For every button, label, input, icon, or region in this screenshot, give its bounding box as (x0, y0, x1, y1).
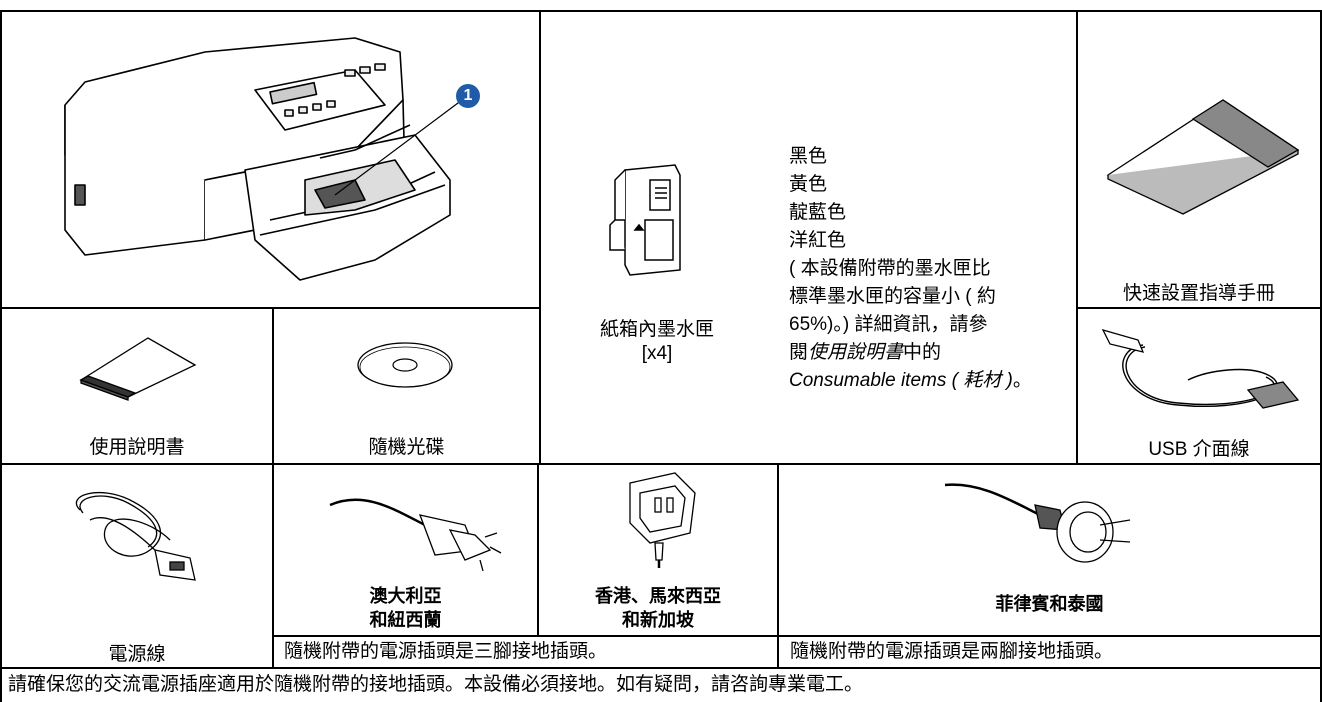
ink-note-line4-post: 中的 (903, 342, 942, 363)
cdrom-cell: 隨機光碟 (274, 420, 539, 460)
consumables-reference: Consumable items ( 耗材 ) (789, 370, 1013, 391)
plug-ph-th-cell: 菲律賓和泰國 (779, 585, 1320, 625)
rule-col-cord (272, 463, 274, 668)
user-guide-reference: 使用說明書 (808, 342, 904, 363)
callout-leader-line (334, 99, 463, 196)
power-cord-cell: 電源線 (2, 640, 272, 667)
cdrom-label: 隨機光碟 (368, 437, 445, 458)
plug-au-nz-label-line1: 澳大利亞 (369, 586, 442, 607)
ink-color-magenta: 洋紅色 (789, 230, 847, 251)
table-border-right (1320, 10, 1322, 702)
rule-col-plug-au (537, 463, 539, 636)
rule-col-printer (539, 10, 541, 464)
rule-col-guide (272, 307, 274, 464)
three-pin-plug-note: 隨機附帶的電源插頭是三腳接地插頭。 (284, 641, 608, 662)
cdrom-illustration (357, 342, 453, 388)
ink-cartridge-illustration (609, 164, 681, 276)
ink-label-line1: 紙箱內墨水匣 (599, 319, 714, 340)
ink-note-line5-post: 。 (1012, 370, 1032, 391)
grounding-footer-note: 請確保您的交流電源插座適用於隨機附帶的接地插頭。本設備必須接地。如有疑問，請咨詢… (8, 674, 864, 695)
power-cord-label: 電源線 (108, 644, 166, 665)
quick-setup-guide-illustration (1106, 99, 1300, 215)
ink-note-line4-pre: 閱 (789, 342, 809, 363)
ink-color-black: 黑色 (789, 146, 828, 167)
two-pin-plug-note: 隨機附帶的電源插頭是兩腳接地插頭。 (790, 641, 1114, 662)
rule-col-ink (1076, 10, 1078, 464)
ink-note-line4: 閱使用說明書中的 (789, 339, 1079, 367)
rule-row-two (0, 463, 1322, 465)
plug-ph-th-illustration (944, 483, 1131, 563)
ink-color-cyan: 靛藍色 (789, 202, 847, 223)
power-cord-illustration (75, 492, 196, 581)
plug-au-nz-illustration (329, 498, 502, 572)
printer-illustration (64, 37, 451, 281)
plug-hk-my-sg-cell: 香港、馬來西亞 和新加坡 (539, 575, 777, 633)
quick-setup-guide-cell: 快速設置指導手冊 (1078, 270, 1320, 306)
plug-au-nz-label-line2: 和紐西蘭 (369, 610, 442, 631)
ink-note-line5: Consumable items ( 耗材 )。 (789, 367, 1079, 395)
plug-hk-my-sg-illustration (629, 472, 696, 568)
usb-cable-cell: USB 介面線 (1078, 422, 1320, 462)
ink-label: 紙箱內墨水匣 [x4] (572, 318, 742, 366)
table-border-left (0, 10, 2, 702)
plug-hk-my-sg-label-line1: 香港、馬來西亞 (595, 586, 721, 607)
callout-number-badge: 1 (456, 84, 480, 108)
ink-color-yellow: 黃色 (789, 174, 828, 195)
usb-cable-label: USB 介面線 (1148, 439, 1250, 460)
ink-note-line1: ( 本設備附帶的墨水匣比 (789, 258, 991, 279)
table-border-top (0, 10, 1322, 12)
user-guide-illustration (79, 337, 197, 401)
plug-hk-my-sg-label-line2: 和新加坡 (622, 610, 694, 631)
rule-guide-bottom (1076, 307, 1322, 309)
ink-note-line3: 65%)。) 詳細資訊，請參 (789, 314, 988, 335)
rule-plug-notes-top (272, 635, 1322, 637)
usb-cable-illustration (1101, 328, 1300, 409)
rule-col-plug-hk (777, 463, 779, 668)
ink-note-line2: 標準墨水匣的容量小 ( 約 (789, 286, 996, 307)
ink-label-line2: [x4] (641, 343, 673, 364)
rule-printer-bottom (0, 307, 540, 309)
ink-description: 黑色 黃色 靛藍色 洋紅色 ( 本設備附帶的墨水匣比 標準墨水匣的容量小 ( 約… (789, 143, 1079, 395)
user-guide-label: 使用說明書 (89, 437, 185, 458)
quick-setup-guide-label: 快速設置指導手冊 (1122, 283, 1275, 304)
rule-footer-top (0, 667, 1322, 669)
user-guide-cell: 使用說明書 (2, 420, 272, 460)
plug-au-nz-cell: 澳大利亞 和紐西蘭 (274, 575, 537, 633)
plug-ph-th-label: 菲律賓和泰國 (995, 594, 1104, 615)
